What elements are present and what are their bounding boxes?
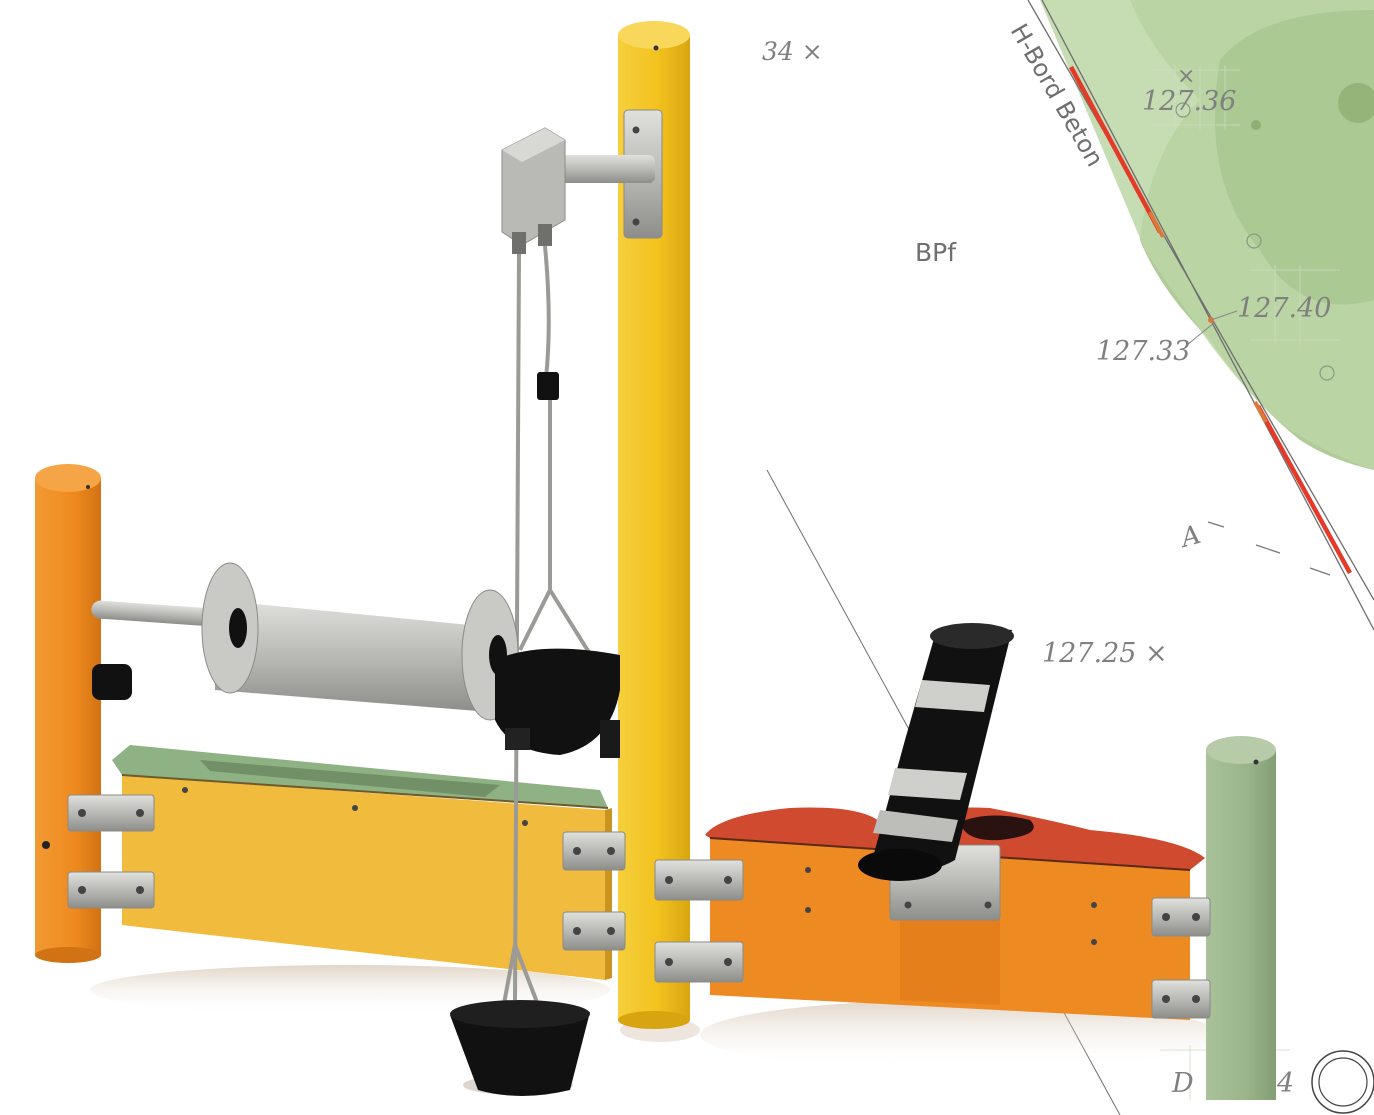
pulley-arm — [501, 127, 655, 254]
manhole-icon-inner — [1318, 1057, 1368, 1107]
bracket-bolts — [78, 126, 1200, 1003]
point-marker — [1319, 365, 1335, 381]
curb-orange-tick — [1253, 401, 1268, 423]
green-area-inner — [1215, 10, 1374, 305]
curb-red-1 — [1069, 65, 1162, 234]
bucket-pulley-icon — [495, 648, 620, 758]
section-mark — [1255, 544, 1281, 554]
bottom-label: 4 — [1276, 1068, 1294, 1099]
cross-mark-icon: × — [1177, 64, 1195, 89]
water-pipe-icon — [858, 623, 1014, 881]
yellow-panel — [112, 745, 612, 980]
point-marker — [1246, 233, 1262, 249]
ground-shadow — [90, 965, 610, 1015]
bucket-icon — [450, 1000, 590, 1096]
play-equipment — [35, 21, 1276, 1100]
leader-line — [1210, 310, 1238, 321]
section-label: A — [1176, 520, 1204, 554]
point-marker — [1175, 102, 1191, 118]
section-mark — [1207, 521, 1225, 528]
ground-shadow — [700, 1000, 1220, 1070]
curb-orange-tick — [1148, 211, 1165, 238]
curb-line-1 — [1027, 0, 1374, 601]
zone-label: BPf — [915, 238, 957, 267]
ropes — [498, 245, 602, 1026]
rope-stopper — [537, 372, 559, 400]
elevation-label: 127.40 — [1237, 293, 1331, 324]
curb-line-2 — [1041, 0, 1374, 631]
site-plan: 34 × 127.36 × 127.40 127.33 127.25 × BPf… — [762, 0, 1374, 1115]
bottom-label: D — [1171, 1068, 1194, 1099]
section-mark — [1309, 567, 1331, 576]
elevation-label: 127.25 × — [1042, 638, 1168, 669]
manhole-icon — [1311, 1050, 1374, 1114]
curb-red-2 — [1256, 404, 1352, 575]
label-top: 34 × — [762, 37, 823, 66]
green-post — [1206, 736, 1276, 1100]
elevation-label: 127.33 — [1096, 336, 1190, 367]
winch-reel-icon — [91, 562, 519, 721]
leader-line — [1186, 321, 1216, 346]
point-marker — [1251, 120, 1261, 130]
elevation-label: 127.36 — [1142, 86, 1236, 117]
tree-symbol — [1338, 83, 1374, 123]
